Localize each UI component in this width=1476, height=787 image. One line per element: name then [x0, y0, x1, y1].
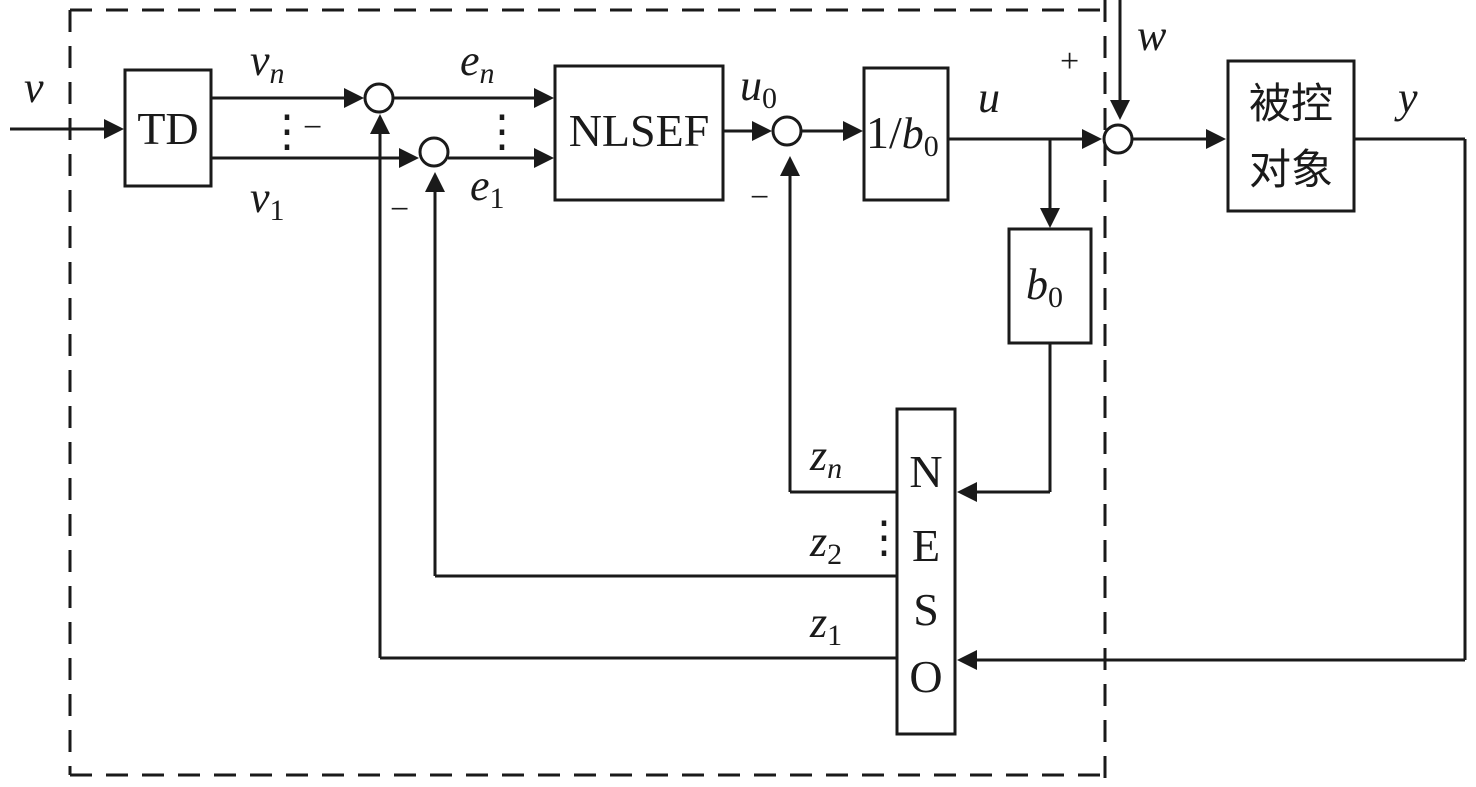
neso-letter-e: E [912, 520, 940, 571]
controller-boundary [68, 0, 1107, 782]
arrow-to-b0 [1040, 208, 1060, 228]
arrow-b0-to-neso [957, 482, 977, 502]
arrow-zn-to-sum [780, 156, 800, 176]
signal-w-label: w [1137, 11, 1167, 60]
neso-letter-s: S [913, 584, 939, 635]
arrow-u0-to-sum [752, 121, 772, 141]
signal-en-label: en [460, 36, 495, 90]
arrow-e1-to-nlsef [534, 148, 554, 168]
plant-label-line2: 对象 [1249, 145, 1333, 194]
signal-v1-label: v1 [250, 173, 285, 227]
signal-z2-label: z2 [809, 517, 842, 571]
inv-b0-label: 1/b0 [866, 107, 939, 163]
arrow-to-td [104, 119, 124, 139]
ellipsis-z: ⋮ [862, 513, 906, 562]
minus-sign-v1: − [390, 191, 409, 228]
signal-zn-label: zn [809, 431, 842, 485]
neso-block: N E S O [895, 407, 957, 736]
plant-block: 被控 对象 [1226, 59, 1356, 213]
arrow-to-inv-b0 [843, 121, 863, 141]
signal-u-label: u [978, 73, 1000, 122]
sum-junction-vn [363, 82, 395, 114]
arrow-z2-to-sum [425, 172, 445, 192]
arrow-z1-to-sum [370, 114, 390, 134]
nlsef-label: NLSEF [569, 105, 710, 156]
signal-u0-label: u0 [740, 61, 777, 115]
neso-letter-o: O [909, 651, 942, 702]
ellipsis-v: ⋮ [265, 107, 309, 156]
inv-b0-block: 1/b0 [862, 66, 950, 202]
neso-letter-n: N [909, 446, 942, 497]
sum-junction-u0 [771, 115, 803, 147]
arrow-to-sum-vn [344, 88, 364, 108]
sum-junction-disturbance [1102, 123, 1134, 155]
plant-label-line1: 被控 [1249, 79, 1333, 128]
signal-lines [10, 0, 1467, 662]
arrow-en-to-nlsef [534, 88, 554, 108]
arrow-u-to-sum [1082, 129, 1102, 149]
td-block: TD [123, 68, 213, 188]
nlsef-block: NLSEF [553, 64, 725, 202]
plus-sign-w: + [1060, 43, 1079, 80]
ellipsis-e: ⋮ [480, 107, 524, 156]
b0-block: b0 [1007, 227, 1093, 345]
signal-e1-label: e1 [470, 161, 505, 215]
arrow-y-to-neso [957, 650, 977, 670]
signal-v-label: v [24, 63, 44, 112]
b0-label: b0 [1026, 260, 1063, 314]
arrow-to-sum-v1 [399, 148, 419, 168]
signal-y-label: y [1394, 73, 1418, 122]
arrow-w-to-sum [1110, 100, 1130, 120]
arrow-to-plant [1206, 129, 1226, 149]
td-label: TD [137, 103, 198, 154]
minus-sign-vn: − [303, 109, 322, 146]
arrowheads [104, 88, 1226, 670]
signal-z1-label: z1 [809, 598, 842, 652]
sum-junction-v1 [418, 136, 450, 168]
signal-vn-label: vn [250, 36, 285, 90]
minus-sign-u0: − [750, 179, 769, 216]
